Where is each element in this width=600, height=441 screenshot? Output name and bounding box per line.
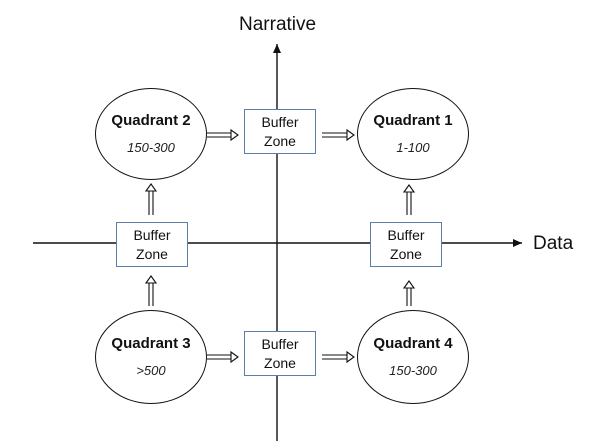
quadrant-1-name: Quadrant 1: [373, 112, 453, 129]
quadrant-4: Quadrant 4 150-300: [357, 310, 469, 404]
buffer-zone-top: Buffer Zone: [244, 109, 316, 154]
arrow-right-buffer-to-q1: [402, 184, 416, 215]
buffer-zone-bottom-line2: Zone: [264, 354, 296, 371]
arrow-q3-to-left-buffer: [144, 275, 158, 306]
buffer-zone-left: Buffer Zone: [116, 222, 188, 267]
arrow-q2-to-top-buffer: [207, 128, 239, 142]
quadrant-2: Quadrant 2 150-300: [95, 88, 207, 180]
arrow-top-buffer-to-q1: [322, 128, 355, 142]
arrow-q3-to-bottom-buffer: [207, 350, 239, 364]
arrow-bottom-buffer-to-q4: [322, 350, 355, 364]
quadrant-3-range: >500: [136, 363, 166, 378]
quadrant-2-name: Quadrant 2: [111, 112, 191, 129]
buffer-zone-right: Buffer Zone: [370, 222, 442, 267]
buffer-zone-right-line2: Zone: [390, 245, 422, 262]
quadrant-1: Quadrant 1 1-100: [357, 88, 469, 180]
buffer-zone-right-line1: Buffer: [387, 226, 425, 243]
arrow-left-buffer-to-q2: [144, 183, 158, 215]
arrow-q4-to-right-buffer: [402, 280, 416, 306]
buffer-zone-top-line1: Buffer: [261, 113, 299, 130]
buffer-zone-bottom: Buffer Zone: [244, 331, 316, 376]
horizontal-axis-label: Data: [533, 233, 574, 254]
buffer-zone-left-line2: Zone: [136, 245, 168, 262]
quadrant-1-range: 1-100: [396, 140, 430, 155]
quadrant-2-range: 150-300: [127, 140, 175, 155]
quadrant-4-range: 150-300: [389, 363, 437, 378]
quadrant-3-name: Quadrant 3: [111, 335, 191, 352]
quadrant-3: Quadrant 3 >500: [95, 310, 207, 404]
buffer-zone-bottom-line1: Buffer: [261, 335, 299, 352]
quadrant-4-name: Quadrant 4: [373, 335, 453, 352]
buffer-zone-top-line2: Zone: [264, 132, 296, 149]
vertical-axis-label: Narrative: [239, 14, 317, 35]
buffer-zone-left-line1: Buffer: [133, 226, 171, 243]
